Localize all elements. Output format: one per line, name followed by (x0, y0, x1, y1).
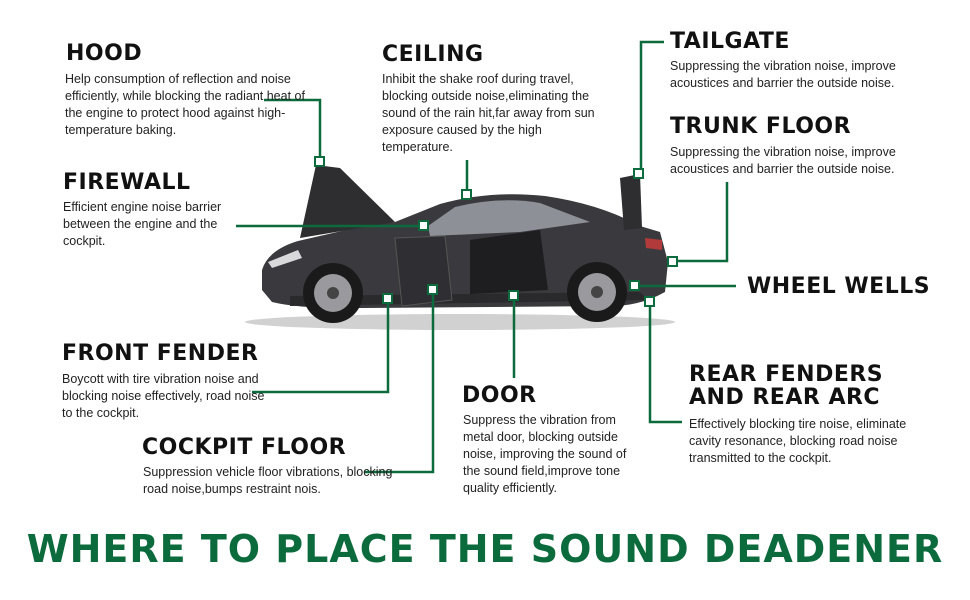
rear-fenders-marker (644, 296, 655, 307)
cockpit-floor-marker (427, 284, 438, 295)
tailgate-leader-line (639, 40, 664, 172)
rear-wheel (567, 262, 627, 322)
rear-fenders-leader-line (648, 302, 682, 424)
cockpit-floor-title: COCKPIT FLOOR (142, 435, 347, 460)
tailgate-title: TAILGATE (670, 29, 790, 54)
ceiling-title: CEILING (382, 42, 484, 67)
front-wheel (303, 263, 363, 323)
hood-description: Help consumption of reflection and noise… (65, 72, 305, 137)
rear-fenders-description: Effectively blocking tire noise, elimina… (689, 417, 907, 465)
ceiling-description: Inhibit the shake roof during travel, bl… (382, 72, 595, 154)
hood-marker (314, 156, 325, 167)
car-open-door (394, 235, 453, 307)
rear-fenders-title-line1: REAR FENDERS (689, 362, 884, 387)
door-marker (508, 290, 519, 301)
trunk-floor-title: TRUNK FLOOR (670, 114, 852, 139)
wheel-wells-marker (629, 280, 640, 291)
firewall-marker (418, 220, 429, 231)
hood-leader-line (264, 98, 322, 161)
trunk-floor-description: Suppressing the vibration noise, improve… (670, 145, 896, 176)
hood-title: HOOD (66, 41, 143, 66)
car-shadow (245, 314, 675, 330)
car-headlight (268, 250, 302, 268)
trunk-floor-marker (667, 256, 678, 267)
firewall-title: FIREWALL (63, 170, 191, 195)
ceiling-marker (461, 189, 472, 200)
door-description: Suppress the vibration from metal door, … (463, 413, 627, 495)
door-title: DOOR (462, 383, 537, 408)
front-fender-marker (382, 293, 393, 304)
firewall-description: Efficient engine noise barrier between t… (63, 200, 222, 248)
front-fender-description: Boycott with tire vibration noise and bl… (62, 372, 265, 420)
rear-fenders-title-line2: AND REAR ARC (689, 385, 881, 410)
car-sill (290, 292, 648, 306)
car-window (428, 200, 590, 236)
page-headline: WHERE TO PLACE THE SOUND DEADENER (26, 527, 944, 571)
trunk-floor-leader-line (676, 182, 729, 263)
tailgate-marker (633, 168, 644, 179)
tailgate-description: Suppressing the vibration noise, improve… (670, 59, 896, 90)
front-fender-title: FRONT FENDER (62, 341, 259, 366)
car-open-hood (300, 165, 395, 238)
car-interior (470, 230, 548, 294)
car-taillight (645, 238, 662, 250)
front-fender-leader-line (252, 299, 390, 394)
cockpit-floor-description: Suppression vehicle floor vibrations, bl… (143, 465, 393, 496)
cockpit-floor-leader-line (364, 290, 435, 474)
car-open-tailgate (620, 174, 642, 230)
wheel-wells-title: WHEEL WELLS (747, 274, 931, 299)
